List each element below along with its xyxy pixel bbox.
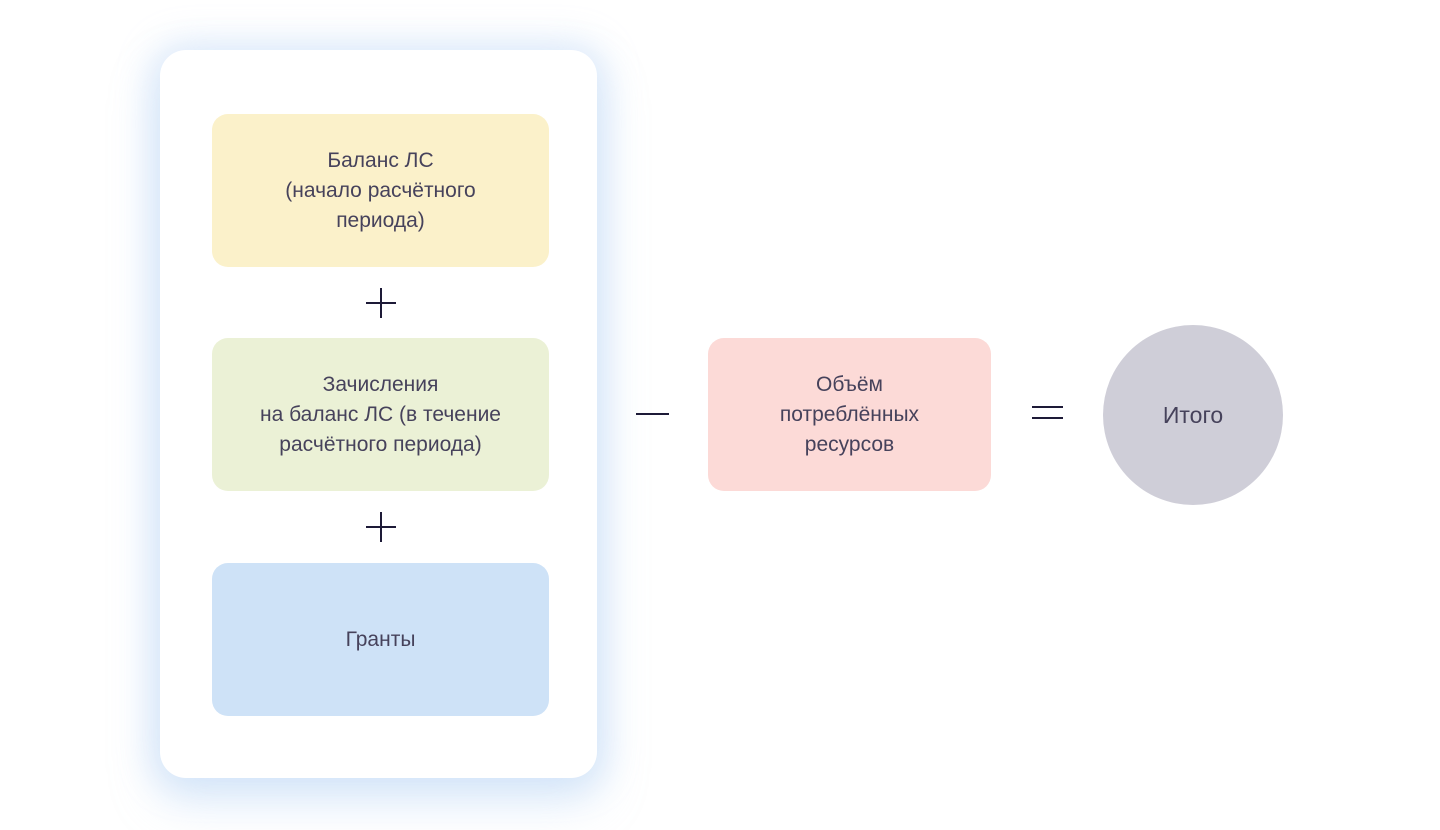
- equals-icon: [1032, 406, 1063, 419]
- node-grants: Гранты: [212, 563, 549, 716]
- node-total: Итого: [1103, 325, 1283, 505]
- plus-icon: [366, 512, 396, 542]
- node-balance-start: Баланс ЛС (начало расчётного периода): [212, 114, 549, 267]
- node-consumed-resources: Объём потреблённых ресурсов: [708, 338, 991, 491]
- node-credits: Зачисления на баланс ЛС (в течение расчё…: [212, 338, 549, 491]
- operands-card: Баланс ЛС (начало расчётного периода) За…: [160, 50, 597, 778]
- minus-icon: [636, 413, 669, 415]
- plus-icon: [366, 288, 396, 318]
